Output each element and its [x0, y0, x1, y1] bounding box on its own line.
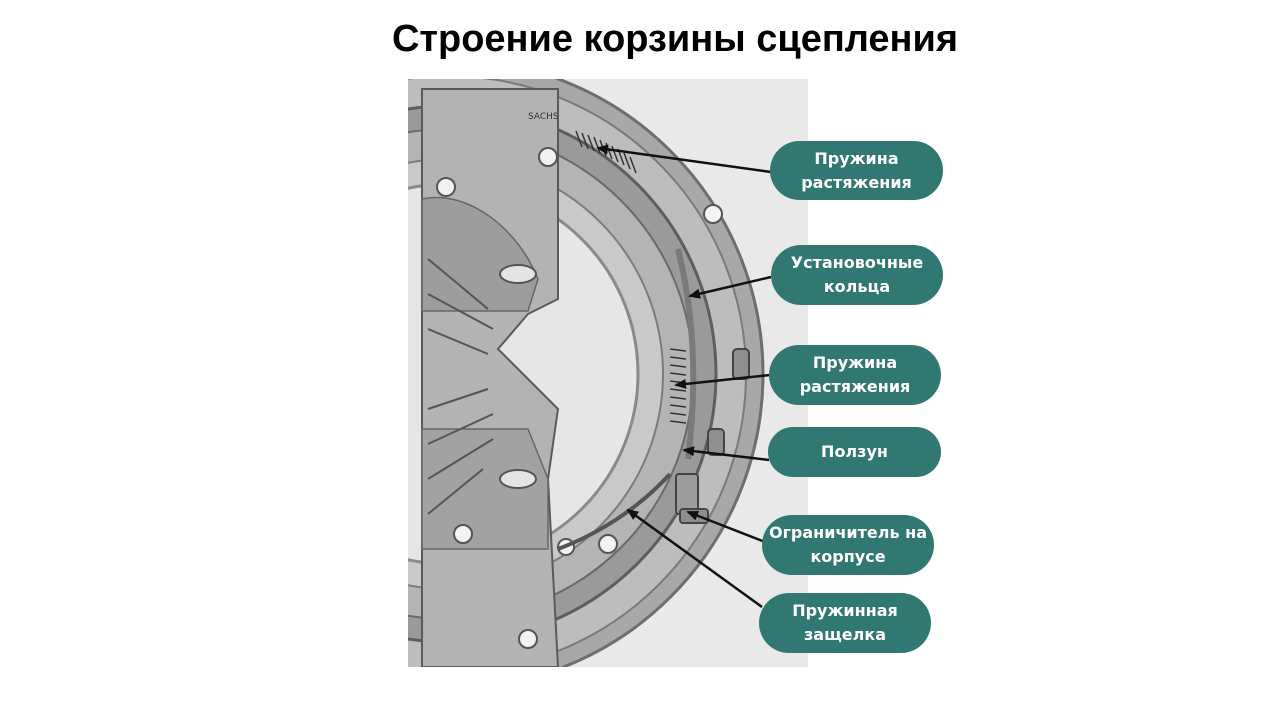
label-latch: Пружинная защелка	[759, 593, 931, 653]
brand-mark: SACHS	[528, 112, 559, 122]
label-rings: Установочные кольца	[771, 245, 943, 305]
label-slider-text: Ползун	[821, 442, 888, 461]
label-spring-1: Пружина растяжения	[770, 141, 943, 200]
clutch-basket-illustration: SACHS	[408, 79, 765, 667]
label-slider: Ползун	[768, 427, 941, 477]
label-rings-text: Установочные кольца	[790, 253, 924, 296]
page-title: Строение корзины сцепления	[391, 18, 959, 60]
label-limiter-text: Ограничитель на корпусе	[768, 523, 928, 566]
label-latch-text: Пружинная защелка	[792, 601, 898, 644]
clutch-basket-photo: SACHS	[408, 79, 808, 667]
label-spring-2: Пружина растяжения	[769, 345, 941, 405]
label-limiter: Ограничитель на корпусе	[762, 515, 934, 575]
label-spring-2-text: Пружина растяжения	[799, 353, 911, 396]
label-spring-1-text: Пружина растяжения	[801, 148, 912, 192]
